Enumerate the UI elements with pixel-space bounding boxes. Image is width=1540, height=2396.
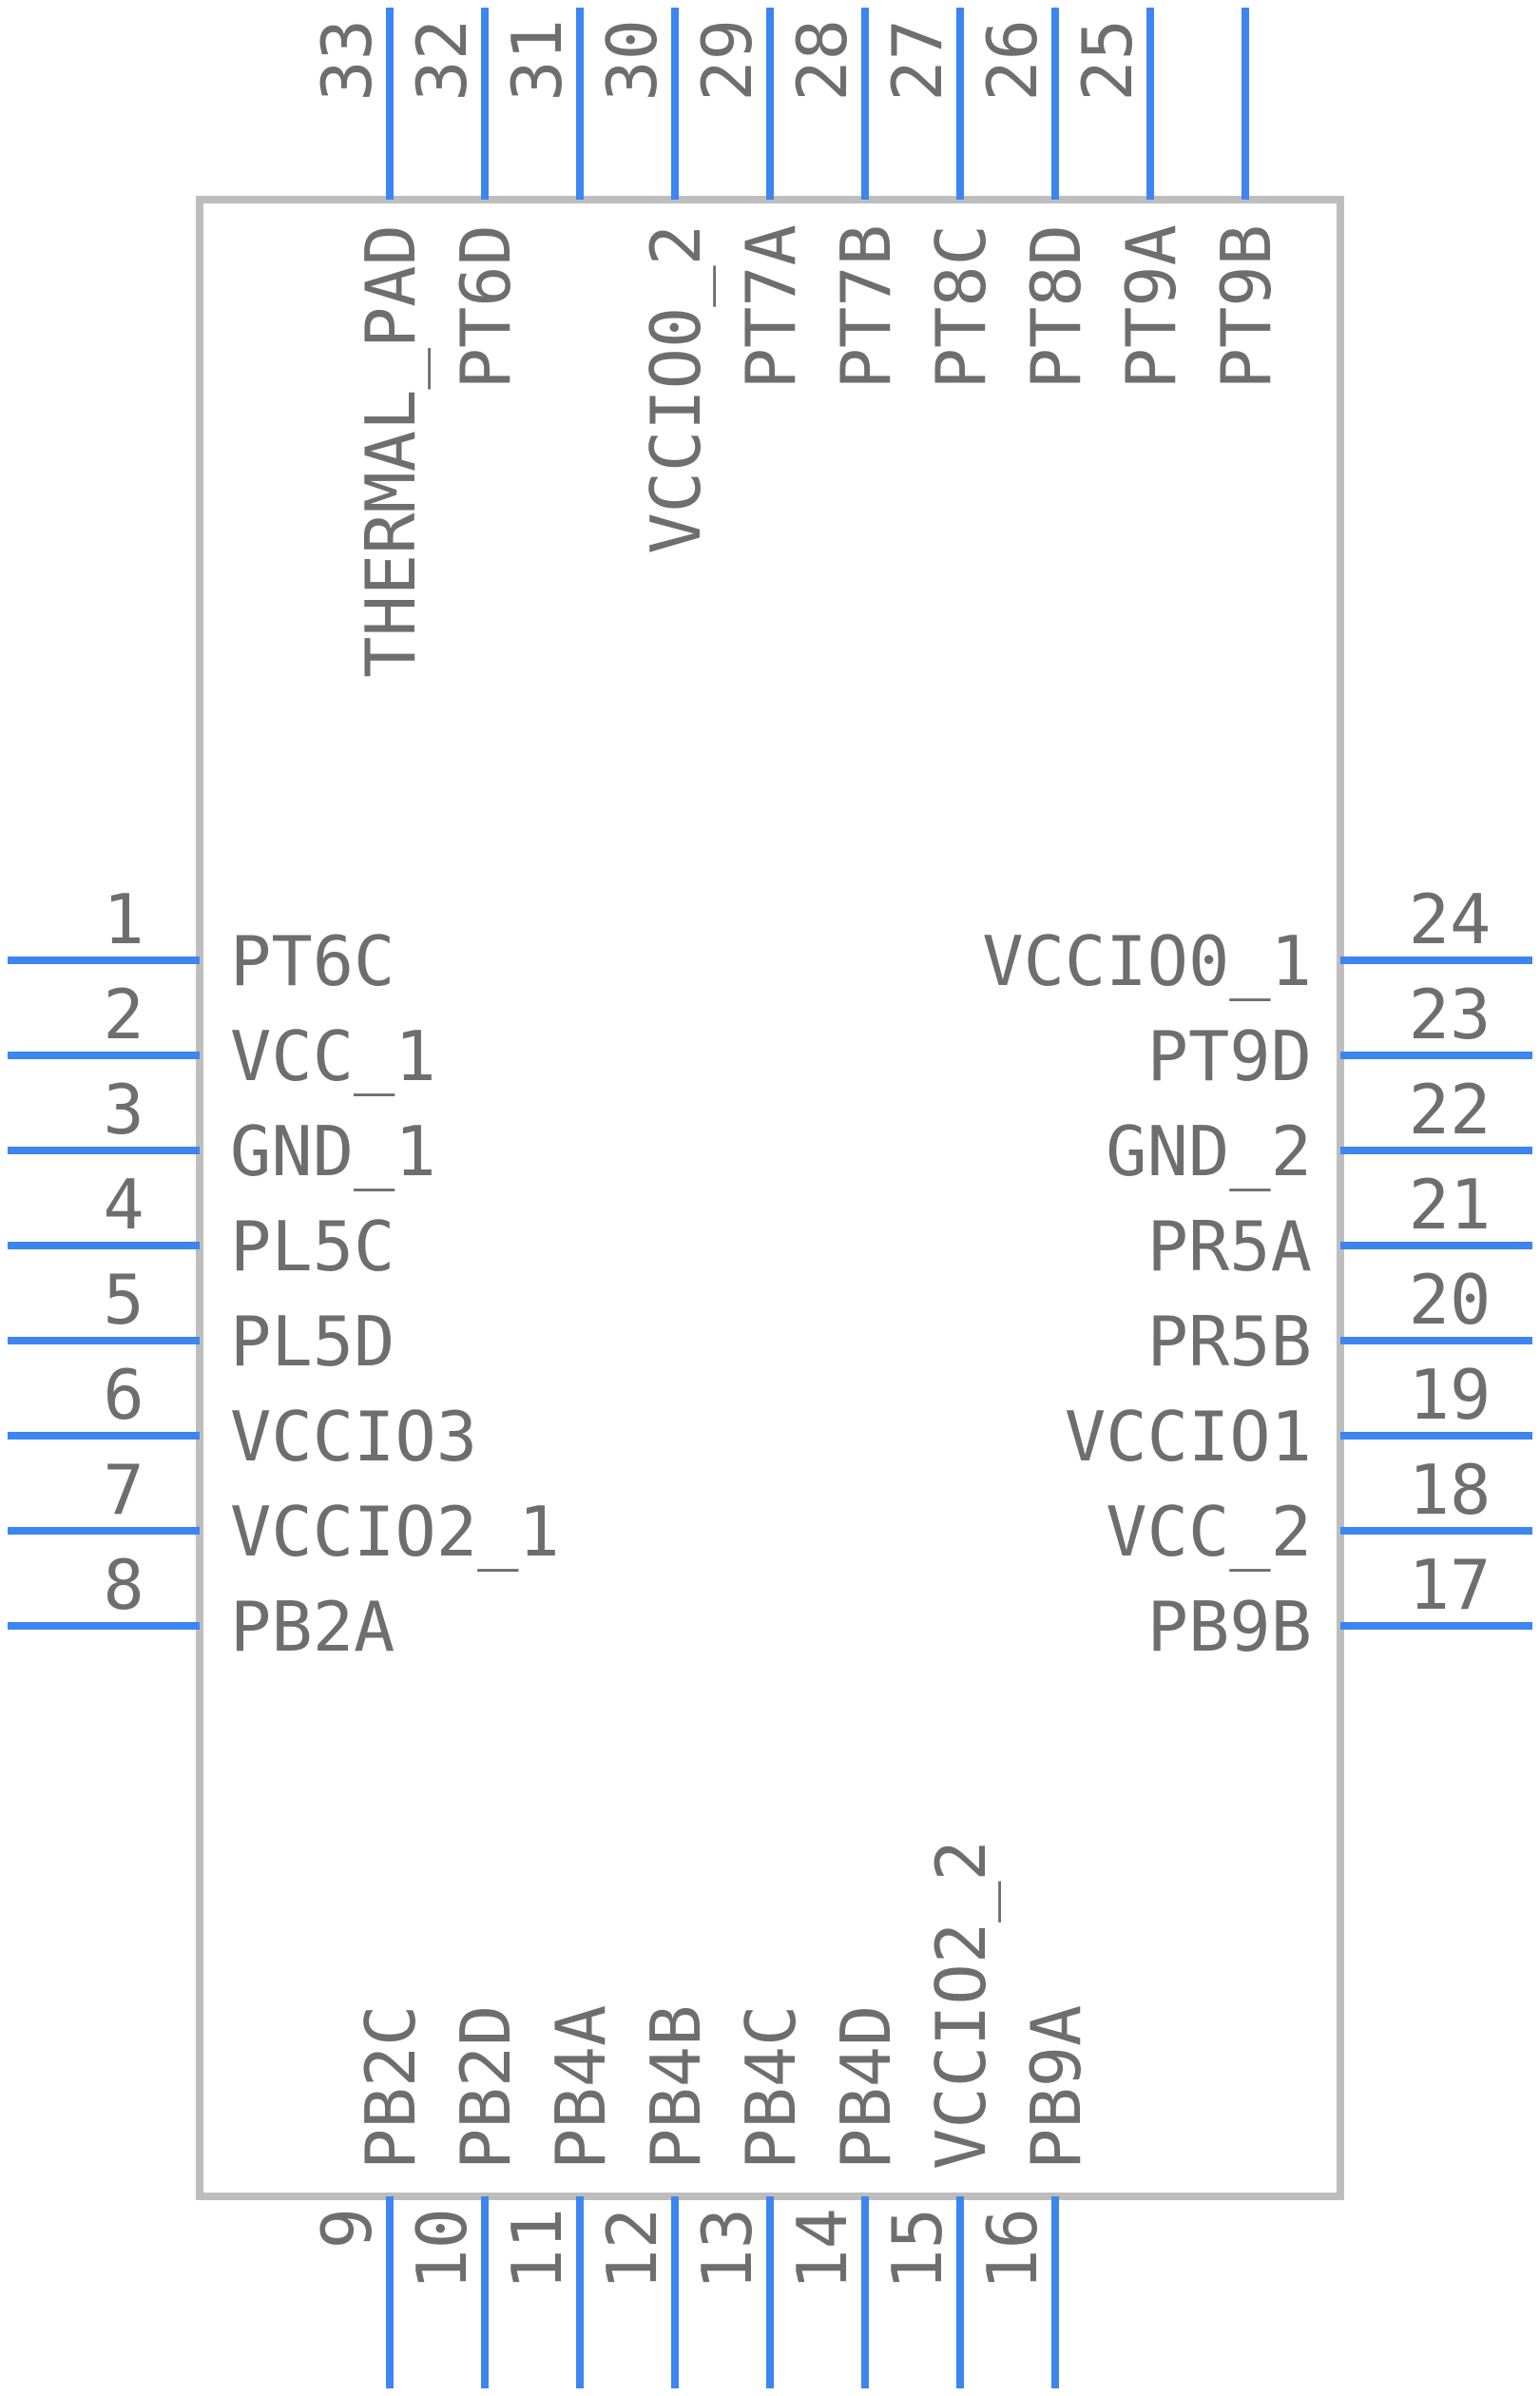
pin-label-top-30: VCCIO0_2: [636, 224, 716, 554]
pin-number-30: 30: [592, 19, 672, 102]
pins-layer: 1PT6C2VCC_13GND_14PL5C5PL5D6VCCIO37VCCIO…: [8, 8, 1532, 2388]
pin-number-3: 3: [103, 1070, 144, 1150]
pin-number-21: 21: [1409, 1165, 1492, 1245]
pin-label-top-26: PT8D: [1016, 224, 1096, 389]
pin-number-9: 9: [307, 2208, 387, 2249]
ic-body: [196, 196, 1344, 2200]
pin-label-8: PB2A: [230, 1587, 395, 1667]
pin-number-2: 2: [103, 975, 144, 1054]
pin-number-7: 7: [103, 1450, 144, 1530]
pin-label-6: VCCIO3: [230, 1397, 477, 1477]
pin-label-24: VCCIO0_1: [982, 921, 1312, 1001]
pin-number-25: 25: [1068, 19, 1147, 102]
pin-number-16: 16: [972, 2208, 1052, 2290]
pin-label-7: VCCIO2_1: [230, 1492, 560, 1572]
pin-label-top-25: PT9A: [1111, 224, 1191, 389]
pin-label-9: PB2C: [351, 2005, 431, 2170]
pin-label-16: PB9A: [1016, 2005, 1096, 2170]
pin-number-11: 11: [497, 2208, 577, 2290]
pin-label-4: PL5C: [230, 1207, 395, 1286]
pin-label-15: VCCIO2_2: [921, 1840, 1001, 2170]
pin-label-17: PB9B: [1147, 1587, 1312, 1667]
pin-number-20: 20: [1409, 1260, 1492, 1340]
pin-number-19: 19: [1409, 1355, 1492, 1435]
pin-label-1: PT6C: [230, 921, 395, 1001]
pin-number-33: 33: [307, 19, 387, 102]
pin-number-32: 32: [402, 19, 482, 102]
pin-label-20: PR5B: [1147, 1302, 1312, 1382]
pin-number-17: 17: [1409, 1545, 1492, 1625]
pin-label-5: PL5D: [230, 1302, 395, 1382]
pin-label-21: PR5A: [1147, 1207, 1312, 1286]
pin-number-4: 4: [103, 1165, 144, 1245]
pin-label-23: PT9D: [1147, 1016, 1312, 1096]
pin-number-18: 18: [1409, 1450, 1492, 1530]
pin-number-6: 6: [103, 1355, 144, 1435]
pin-label-18: VCC_2: [1106, 1492, 1312, 1572]
pin-label-19: VCCIO1: [1065, 1397, 1312, 1477]
pin-label-10: PB2D: [446, 2005, 526, 2170]
pin-number-26: 26: [972, 19, 1052, 102]
pin-number-28: 28: [782, 19, 862, 102]
pin-number-29: 29: [687, 19, 767, 102]
pin-label-12: PB4B: [636, 2005, 716, 2170]
pin-number-22: 22: [1409, 1070, 1492, 1150]
pin-number-23: 23: [1409, 975, 1492, 1054]
pin-label-3: GND_1: [230, 1111, 436, 1191]
pin-number-27: 27: [877, 19, 957, 102]
pin-number-5: 5: [103, 1260, 144, 1340]
pin-number-13: 13: [687, 2208, 767, 2290]
pin-number-10: 10: [402, 2208, 482, 2290]
pin-label-top-28: PT7B: [826, 224, 906, 389]
pin-label-top-33: THERMAL_PAD: [351, 224, 431, 678]
pin-number-15: 15: [877, 2208, 957, 2290]
pin-number-1: 1: [103, 879, 144, 959]
pin-label-14: PB4D: [826, 2005, 906, 2170]
pin-label-top-32: PT6D: [446, 224, 526, 389]
pin-label-top-t9: PT9B: [1206, 224, 1286, 389]
pin-label-13: PB4C: [731, 2005, 811, 2170]
pin-number-8: 8: [103, 1545, 144, 1625]
pin-number-24: 24: [1409, 879, 1492, 959]
pin-label-2: VCC_1: [230, 1016, 436, 1096]
pin-label-top-29: PT7A: [731, 224, 811, 389]
pin-number-14: 14: [782, 2208, 862, 2290]
pin-label-22: GND_2: [1106, 1111, 1312, 1191]
pin-number-31: 31: [497, 19, 577, 102]
pin-label-11: PB4A: [541, 2005, 621, 2170]
pin-label-top-27: PT8C: [921, 224, 1001, 389]
pin-number-12: 12: [592, 2208, 672, 2290]
